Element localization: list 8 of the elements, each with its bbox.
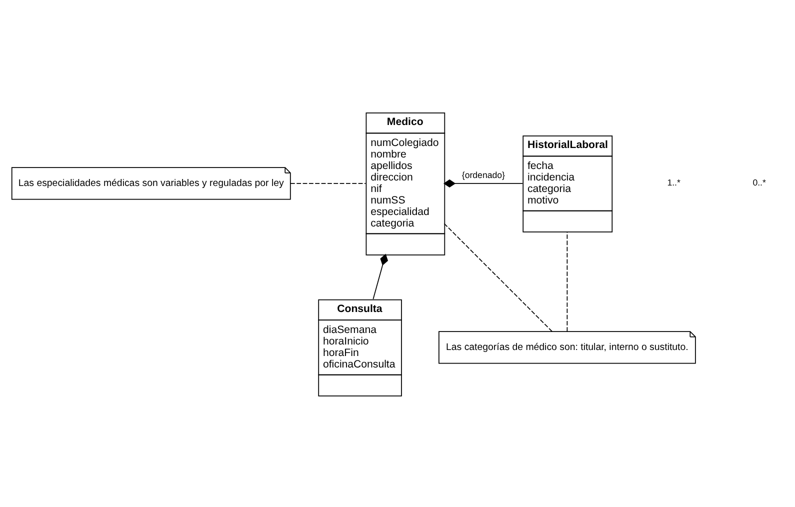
label: 0..*	[752, 177, 766, 188]
connector	[566, 230, 568, 332]
edge-label: {ordenado}	[462, 170, 505, 180]
connector	[290, 182, 366, 184]
connector	[444, 222, 552, 332]
label: 1..*	[667, 177, 680, 188]
connector	[443, 178, 523, 188]
connector	[372, 253, 388, 300]
